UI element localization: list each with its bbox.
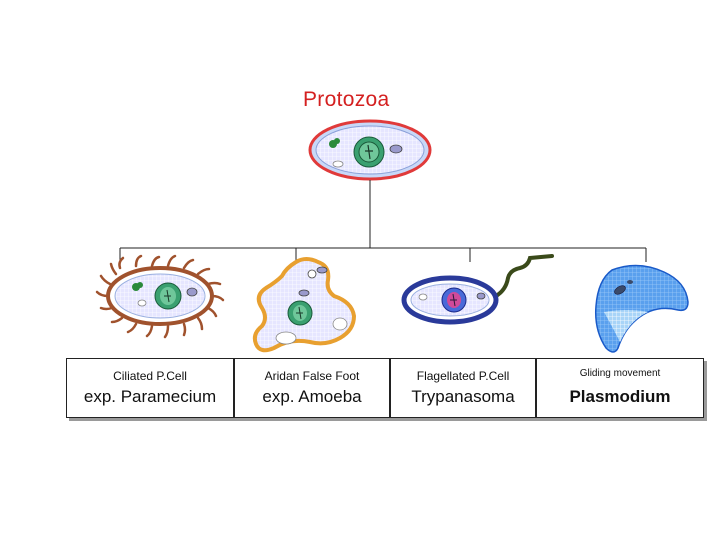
trypanosoma-example-label: Trypanasoma — [411, 387, 515, 406]
paramecium-example-label: exp. Paramecium — [83, 387, 217, 406]
amoeba-illustration — [252, 257, 356, 353]
plasmodium-type-label: Gliding movement — [579, 368, 661, 379]
trypanosoma-type-label: Flagellated P.Cell — [416, 369, 510, 383]
paramecium-label-box: Ciliated P.Cell exp. Paramecium — [66, 358, 234, 418]
trypanosoma-label-box: Flagellated P.Cell Trypanasoma — [390, 358, 536, 418]
amoeba-type-label: Aridan False Foot — [264, 369, 360, 383]
protozoa-cell-top — [308, 119, 432, 181]
amoeba-label-box: Aridan False Foot exp. Amoeba — [234, 358, 390, 418]
plasmodium-example-label: Plasmodium — [569, 387, 671, 406]
tree-connectors — [119, 180, 647, 262]
amoeba-example-label: exp. Amoeba — [262, 387, 362, 406]
paramecium-type-label: Ciliated P.Cell — [113, 369, 187, 383]
diagram-title: Protozoa — [303, 88, 390, 111]
plasmodium-label-box: Gliding movement Plasmodium — [536, 358, 704, 418]
paramecium-illustration — [95, 254, 225, 339]
plasmodium-illustration — [594, 264, 689, 353]
trypanosoma-illustration — [401, 254, 554, 325]
